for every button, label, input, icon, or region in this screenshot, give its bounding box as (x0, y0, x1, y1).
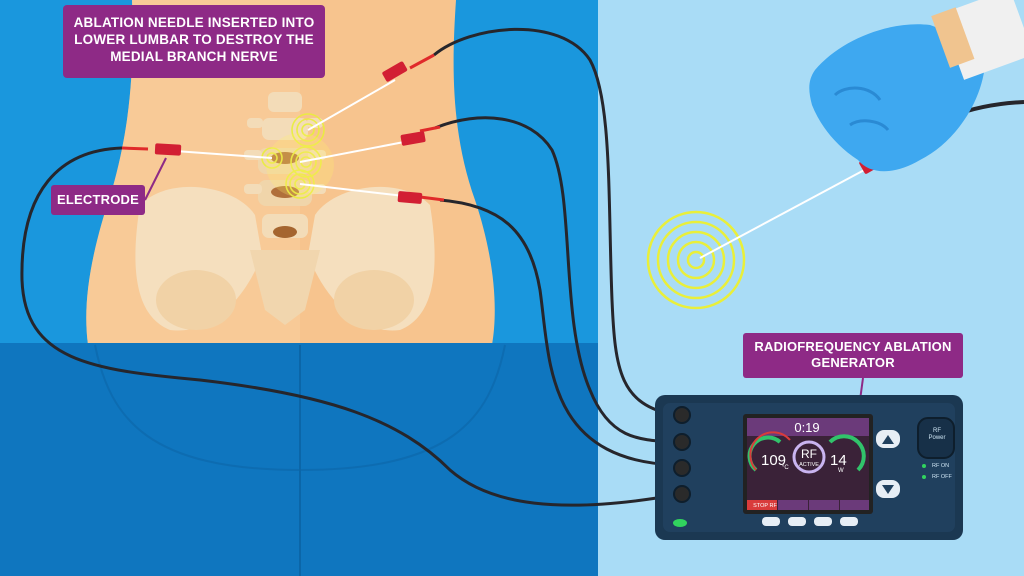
temperature-readout: 109 (761, 452, 787, 469)
gloved-hand (809, 0, 1024, 172)
rf-on-indicator: RF ON (932, 463, 950, 469)
rf-label: RF (801, 447, 817, 461)
rf-status: ACTIVE (799, 462, 819, 468)
rf-off-indicator: RF OFF (932, 474, 952, 480)
demo-needle (699, 167, 869, 259)
electrode-callout: ELECTRODE (51, 185, 145, 215)
target-nerve-glow (261, 113, 325, 199)
cable-red-sections (121, 53, 445, 202)
signal-rings (646, 210, 746, 310)
rf-power-button[interactable]: RF Power (928, 428, 946, 441)
sacrum (250, 250, 320, 325)
temperature-unit: °C (782, 465, 789, 471)
power-readout: 14 (830, 452, 847, 469)
needle-callout: ABLATION NEEDLE INSERTED INTO LOWER LUMB… (63, 5, 325, 78)
arrow-down-button[interactable] (876, 480, 900, 498)
generator-callout: RADIOFREQUENCY ABLATION GENERATOR (743, 333, 963, 378)
needle-electrodes (174, 79, 405, 197)
stop-rf-button[interactable]: STOP RF (753, 503, 777, 509)
electrode-cables (20, 27, 676, 507)
electrode-connectors (154, 61, 426, 204)
power-unit: W (838, 468, 844, 474)
arrow-up-button[interactable] (876, 430, 900, 448)
screen-timer: 0:19 (794, 420, 820, 435)
